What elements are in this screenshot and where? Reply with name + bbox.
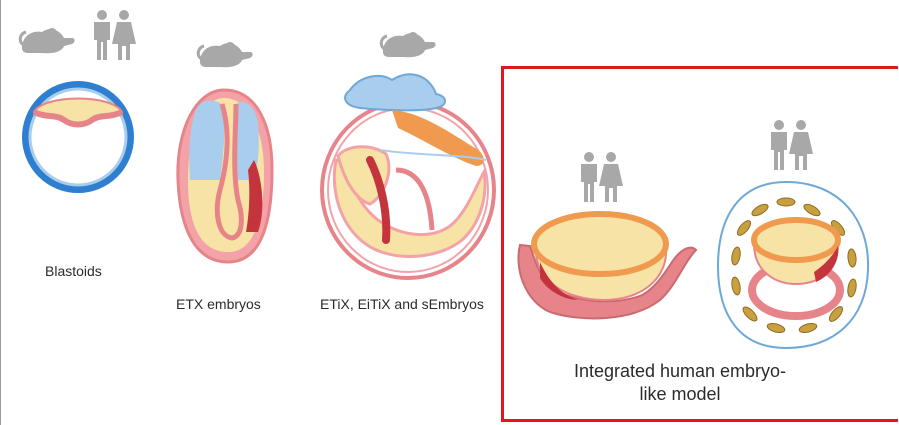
mouse-icon: [198, 42, 252, 67]
mouse-icon: [20, 28, 74, 53]
blastoid-illustration: [26, 85, 130, 189]
integrated-model-label-line2: like model: [530, 383, 830, 406]
integrated-model-label: Integrated human embryo- like model: [530, 360, 830, 406]
etx-embryos-label: ETX embryos: [176, 296, 261, 312]
etix-embryos-label: ETiX, EiTiX and sEmbryos: [320, 296, 484, 312]
etx-embryo-illustration: [178, 90, 272, 262]
human-pair-icon: [94, 10, 136, 60]
mouse-icon: [381, 32, 435, 57]
etix-embryo-illustration: [322, 74, 494, 278]
blastoids-label: Blastoids: [45, 263, 102, 279]
integrated-model-label-line1: Integrated human embryo-: [530, 360, 830, 383]
